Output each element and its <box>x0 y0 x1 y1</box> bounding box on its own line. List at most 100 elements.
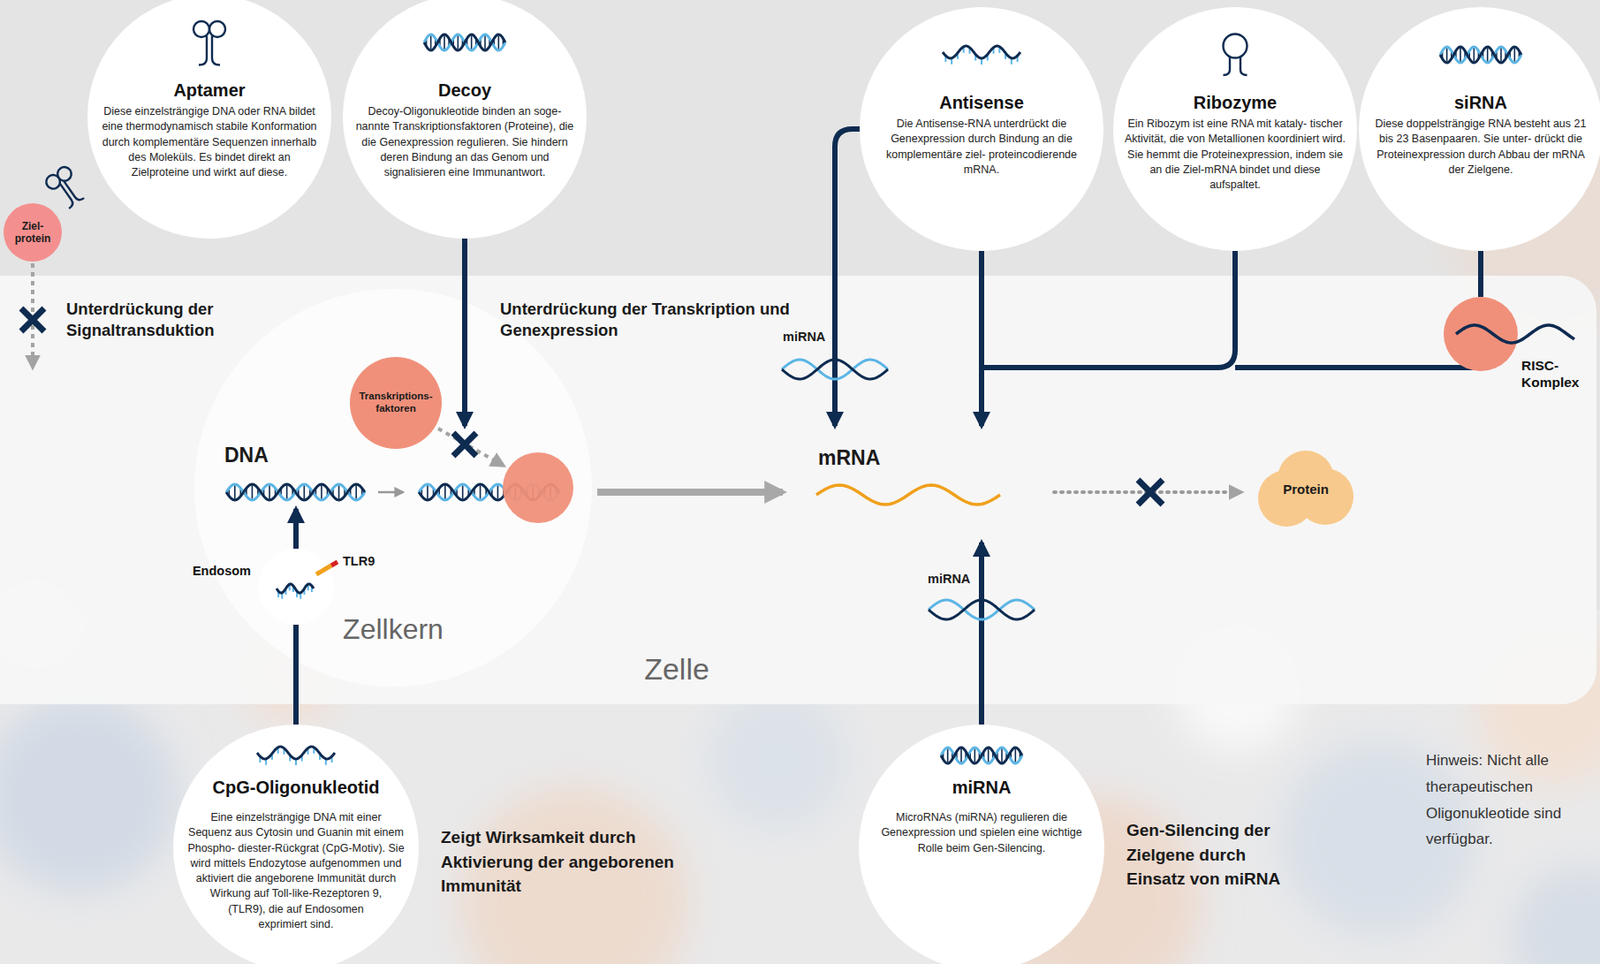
wrap-guide <box>1358 116 1481 251</box>
effect-caption: Unterdrückung der Transkription und Gene… <box>500 298 792 342</box>
base-pair <box>320 485 323 499</box>
info-circle: siRNADiese doppelsträngige RNA besteht a… <box>1358 7 1600 251</box>
target-protein: Ziel- protein <box>3 203 62 262</box>
tlr9-tip <box>331 561 338 566</box>
info-circle: miRNAMicroRNAs (miRNA) regulieren die Ge… <box>858 724 1105 964</box>
base-pair <box>498 35 501 49</box>
molecule-label: DNA <box>224 442 269 470</box>
info-circle: DecoyDecoy-Oligonukleotide binden an sog… <box>342 0 587 239</box>
inhibitor-line <box>462 238 468 426</box>
base-tick <box>312 747 315 754</box>
node-body: Decoy-Oligonukleotide binden an soge- na… <box>342 104 587 239</box>
base-pair <box>355 485 357 499</box>
blob-lobe <box>1258 470 1315 527</box>
wrap-guide <box>209 104 332 239</box>
base-pair <box>1491 51 1494 59</box>
info-circle: RibozymeEin Ribozym ist eine RNA mit kat… <box>1113 7 1358 251</box>
node-title: siRNA <box>1358 91 1600 114</box>
strand-dark <box>940 747 1023 764</box>
wrap-guide <box>858 810 982 964</box>
base-pair <box>955 751 958 759</box>
circle-outline <box>1443 296 1518 372</box>
base-pair <box>1000 748 1003 762</box>
base-tick <box>285 588 288 595</box>
strand-light <box>424 34 506 51</box>
base-tick <box>980 58 983 65</box>
node-title: Ribozyme <box>1113 91 1358 114</box>
single-strand <box>257 746 335 759</box>
base-tick <box>310 585 313 592</box>
cell-region: ZelleZellkernTranskriptions- faktorenEnd… <box>0 275 1600 705</box>
base-tick <box>288 583 291 591</box>
base-pair <box>942 751 945 759</box>
circle-outline <box>859 7 1104 251</box>
base-tick <box>295 758 297 766</box>
base-tick <box>301 754 304 761</box>
base-tick <box>963 46 965 54</box>
node-outline <box>1256 447 1356 532</box>
node-outline <box>1443 296 1518 372</box>
bokeh-light <box>0 697 177 893</box>
cell-band <box>0 275 1597 705</box>
node-title: CpG-Oligonukleotid <box>173 776 419 798</box>
base-pair <box>1459 47 1462 61</box>
base-pair <box>974 748 977 762</box>
aptamer-stem <box>198 36 220 66</box>
strand-light <box>928 599 1035 620</box>
node-body: Eine einzelsträngige DNA mit einer Seque… <box>173 810 419 964</box>
base-pair <box>439 38 441 46</box>
base-pair <box>462 38 464 46</box>
base-tick <box>956 53 959 60</box>
base-pair <box>430 35 433 49</box>
bokeh-light <box>706 689 849 831</box>
aptamer-loop <box>193 21 210 38</box>
base-tick <box>299 592 302 600</box>
node-outline <box>87 0 332 239</box>
base-pair <box>492 38 495 46</box>
circle-outline <box>173 724 419 964</box>
wrap-guide <box>295 810 419 964</box>
node-outline <box>1358 7 1600 251</box>
connector <box>1478 250 1484 297</box>
base-pair <box>1495 51 1498 59</box>
base-pair <box>1446 47 1449 61</box>
strand-light <box>781 359 888 380</box>
region-name: Zelle <box>644 652 710 687</box>
pathway-line <box>834 128 866 426</box>
wrap-guide <box>87 104 210 239</box>
base-pair <box>1509 51 1511 59</box>
base-tick <box>295 591 298 598</box>
node-name: Ziel- protein <box>7 219 59 246</box>
single-strand <box>942 45 1021 59</box>
base-tick <box>1004 53 1007 60</box>
base-tick <box>1010 58 1013 65</box>
pathway-line <box>1235 364 1481 371</box>
base-pair <box>1500 47 1502 61</box>
base-pair <box>457 35 460 49</box>
base-pair <box>268 485 271 499</box>
info-circle: AntisenseDie Antisense-RNA unterdrückt d… <box>859 7 1104 251</box>
node-outline <box>859 7 1104 251</box>
base-tick <box>288 754 291 761</box>
node-title: Decoy <box>342 79 587 101</box>
base-tick <box>280 592 283 600</box>
base-tick <box>325 758 327 766</box>
ribozyme-loop <box>1223 34 1248 59</box>
base-pair <box>996 751 999 759</box>
aptamer-icon <box>193 21 226 66</box>
circle-outline <box>87 0 332 239</box>
strand-dark <box>928 599 1035 620</box>
aptamer-loop <box>54 164 75 184</box>
pathway-line <box>293 508 299 549</box>
molecule-label: miRNA <box>927 570 971 588</box>
base-pair <box>425 38 428 46</box>
aptamer-icon <box>43 164 88 212</box>
base-pair <box>479 38 482 46</box>
node-title: Aptamer <box>87 79 332 101</box>
base-tick <box>331 756 334 763</box>
base-pair <box>1009 751 1012 759</box>
block-mark <box>453 432 477 456</box>
